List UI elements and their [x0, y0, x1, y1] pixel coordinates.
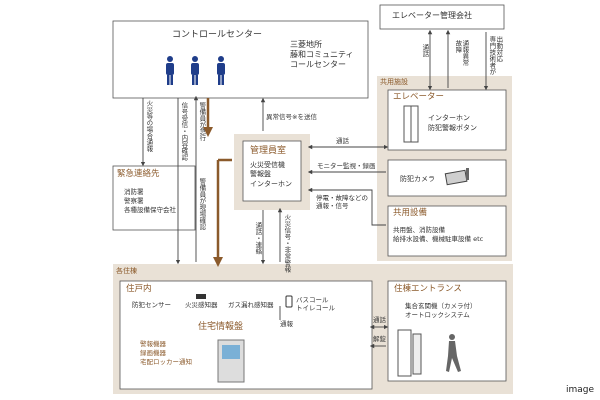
kanri-items: 火災受信機 警報盤 インターホン	[250, 161, 292, 188]
kyoyo-setsubi-title: 共用設備	[393, 208, 428, 218]
jukonai-title: 住戸内	[126, 284, 152, 294]
kyoyo-setsubi-items: 共用盤、消防設備 給排水設備、機械駐車設備 etc	[393, 226, 484, 244]
link-tsuho-ijo: 通報異常	[460, 40, 469, 66]
elevator-title: エレベーター	[393, 92, 445, 102]
camera-title: 防犯カメラ	[400, 175, 435, 183]
jukonai-box	[119, 280, 373, 390]
johoban-items: 警報機器 録画機器 宅配ロッカー通知	[140, 340, 192, 367]
entrance-title: 住棟エントランス	[394, 284, 462, 294]
link-senmon: 専門技術者が	[487, 36, 496, 75]
tsuho-label: 通報	[280, 320, 293, 328]
sensor-3: ガス漏れ感知器	[228, 301, 274, 309]
jutaku-johoban-title: 住宅情報盤	[198, 322, 244, 332]
link-kosho: 故障	[453, 40, 462, 53]
link-shutsudo: 出動対応	[494, 36, 503, 62]
link-tsuwa-renraku: 通話・連絡	[253, 222, 262, 255]
intercom-panel-icon	[217, 339, 245, 383]
mitsubishi-label: 三菱地所 藤和コミュニティ コールセンター	[290, 40, 354, 69]
control-center-box	[112, 20, 369, 99]
link-kaijo: 解錠	[373, 335, 386, 343]
bath-call-label: バスコール トイレコール	[296, 296, 335, 313]
kinkyu-items: 消防署 警察署 各種設備保守会社	[124, 188, 176, 215]
link-keibiin-kyuukou: 警備員が急行	[197, 102, 206, 141]
kanri-title: 管理員室	[250, 146, 287, 156]
kakujutou-title: 各住棟	[116, 267, 137, 275]
sensor-icon	[196, 294, 206, 299]
elevator-company-title: エレベーター管理会社	[392, 11, 472, 20]
link-ijou-shingo: 異常信号※を送信	[266, 113, 317, 121]
camera-icon	[444, 168, 469, 186]
sensor-2: 火災感知器	[185, 301, 218, 309]
link-teiden: 停電・故障などの 通報・信号	[316, 194, 368, 211]
entrance-items: 集合玄関機（カメラ付） オートロックシステム	[405, 302, 477, 320]
door-icon	[397, 329, 422, 377]
kinkyu-title: 緊急連絡先	[117, 169, 160, 179]
elevator-company-box	[379, 4, 505, 30]
kyoyo-setsubi-box	[387, 205, 507, 257]
link-tsuwa-ent: 通話	[373, 316, 386, 324]
link-tsuwa-elev: 通話	[336, 137, 349, 145]
link-keibiin-genba: 警備員が現場確認	[197, 178, 206, 230]
link-monitor: モニター監視・録画	[317, 162, 376, 170]
link-tsuwa-top: 通話	[420, 44, 429, 57]
control-center-title: コントロールセンター	[172, 30, 263, 40]
kinkyu-box	[112, 165, 196, 231]
kanri-box	[242, 140, 302, 202]
elevator-icon	[403, 105, 419, 143]
kyoyo-shisetsu-title: 共用施設	[380, 78, 408, 86]
watermark-label: image	[566, 385, 595, 395]
bath-call-icon	[285, 295, 293, 308]
link-shingo-juushin: 信号受信・内容確認	[179, 102, 188, 161]
link-kasai-shingo: 火災信号・非常警報	[282, 214, 291, 273]
sensor-1: 防犯センサー	[132, 301, 171, 309]
elevator-items: インターホン 防犯警報ボタン	[428, 114, 477, 132]
link-kasai-tsuho: 火災等の場合通報	[144, 100, 153, 152]
person-icon	[446, 334, 461, 372]
guard-icons	[166, 56, 225, 85]
